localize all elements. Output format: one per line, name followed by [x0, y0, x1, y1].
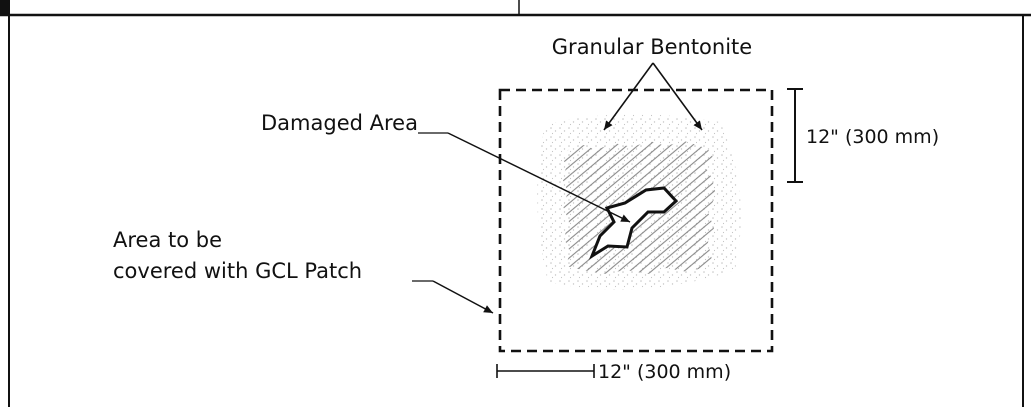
vertical-dimension-label: 12" (300 mm)	[806, 126, 939, 148]
vertical-dimension	[787, 88, 803, 183]
damaged-area-shape	[588, 186, 679, 260]
patch-area-label-line2: covered with GCL Patch	[113, 259, 362, 283]
corner-block	[0, 0, 10, 16]
damaged-area-label: Damaged Area	[261, 111, 418, 135]
patch-area-label-line1: Area to be	[113, 228, 222, 252]
horizontal-dimension	[496, 364, 595, 378]
bentonite-arrow-right	[652, 62, 703, 131]
bentonite-arrow-left	[603, 62, 654, 131]
granular-bentonite-label: Granular Bentonite	[552, 35, 752, 59]
damaged-area-arrow	[447, 132, 631, 223]
horizontal-dimension-label: 12" (300 mm)	[598, 361, 731, 383]
patch-area-arrow	[432, 280, 494, 314]
gcl-patch-boundary	[498, 88, 774, 353]
